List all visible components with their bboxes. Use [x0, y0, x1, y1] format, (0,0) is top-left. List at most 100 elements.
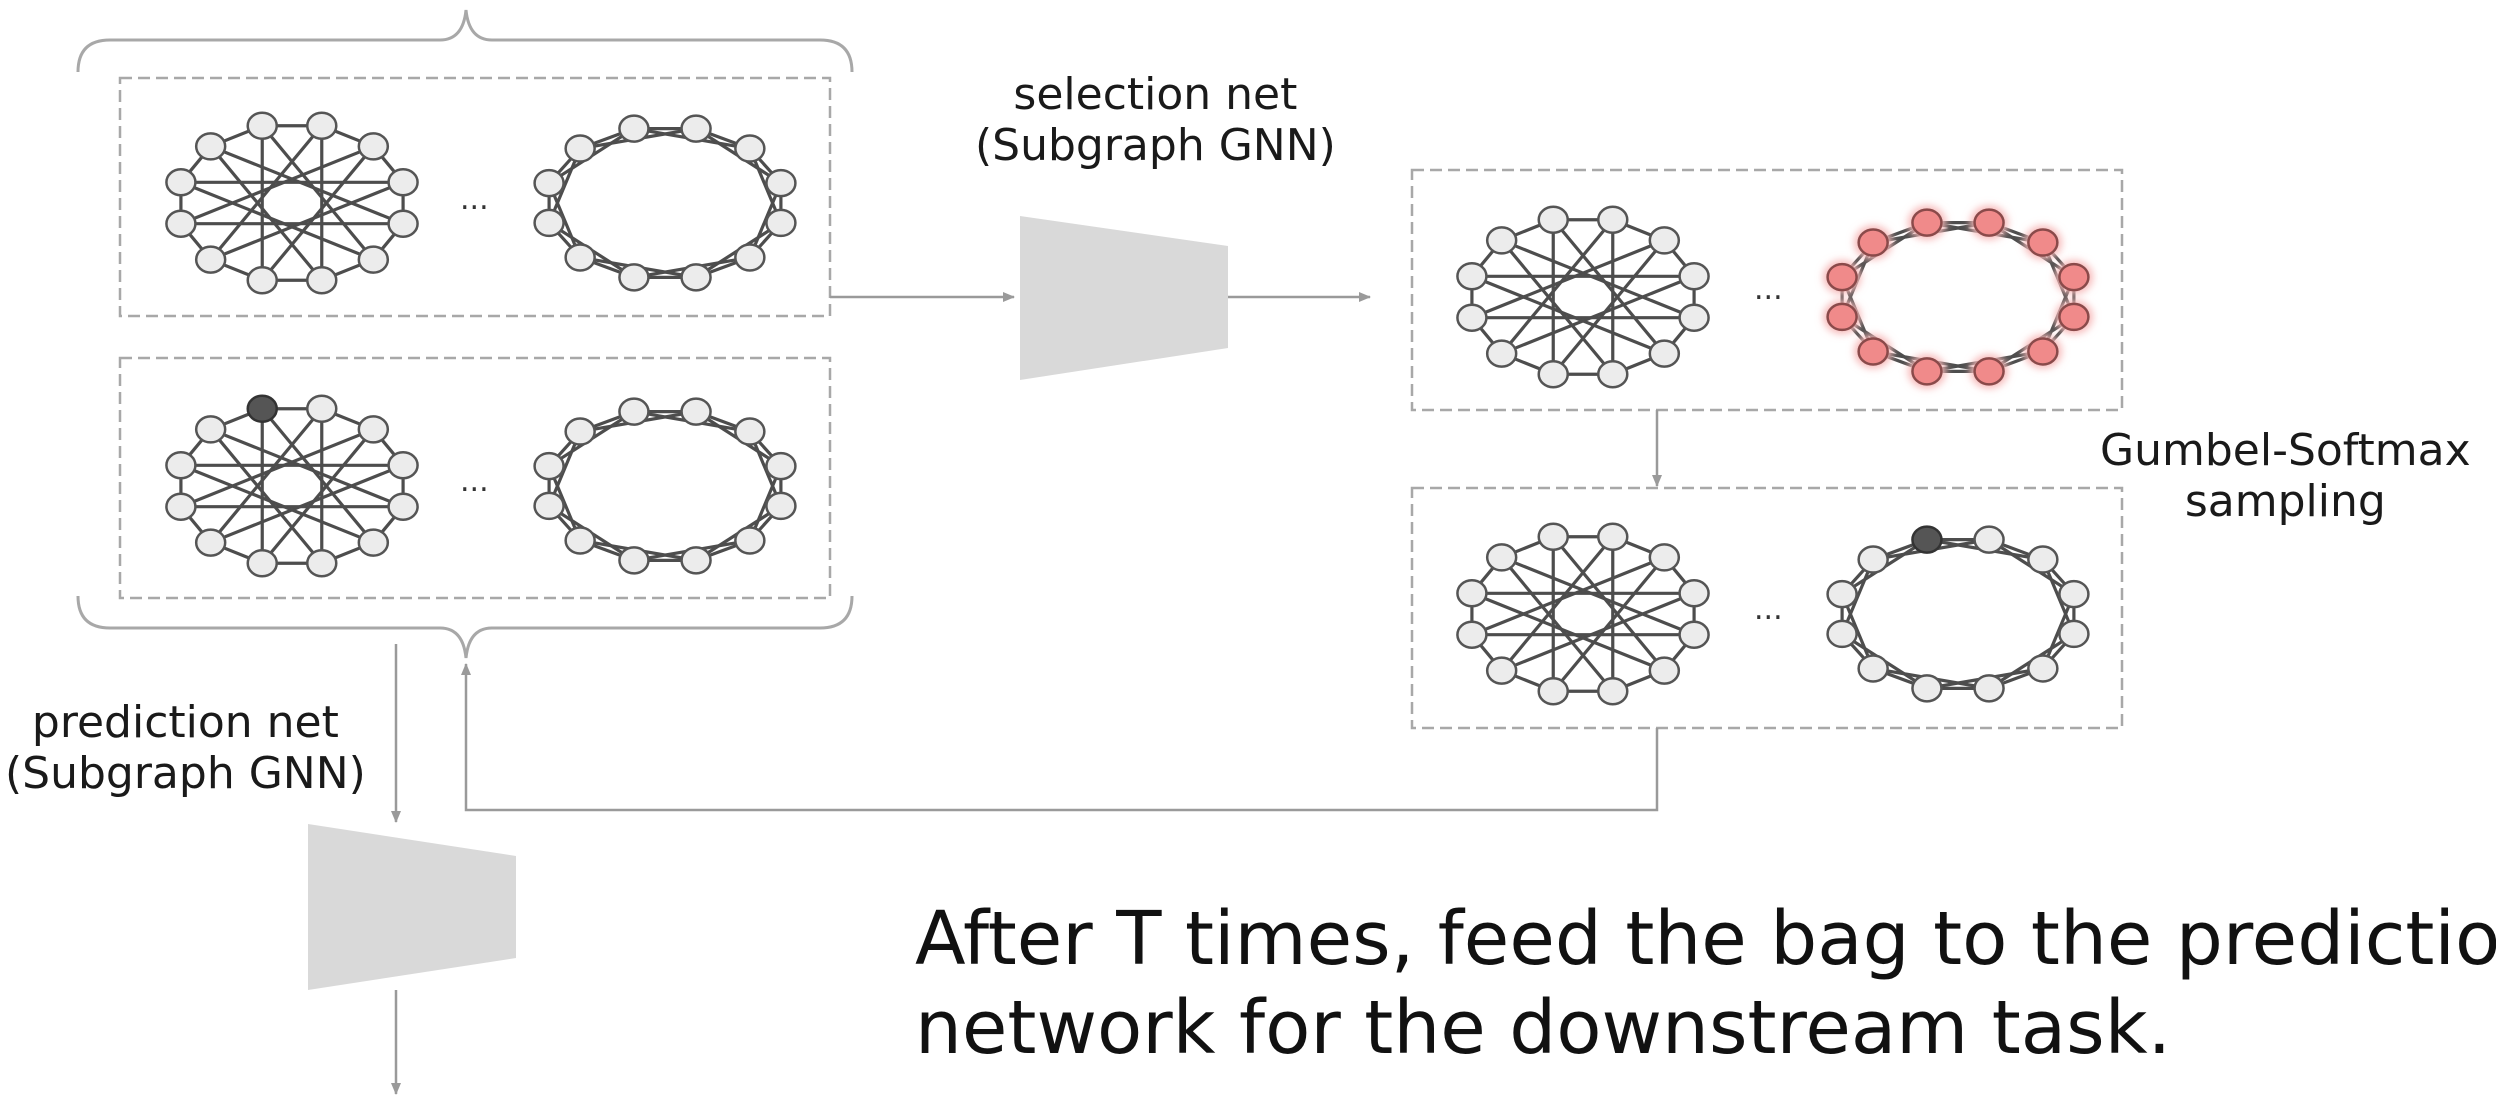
graph-node	[680, 114, 712, 143]
graph-node	[306, 394, 338, 423]
ellipsis-bag-top: ...	[460, 182, 489, 217]
graph-node	[618, 546, 650, 575]
graph-edge	[210, 180, 404, 262]
bag-bottom-brace	[76, 595, 854, 659]
graph-edge	[209, 407, 323, 544]
graph-node	[533, 451, 565, 481]
graph-node	[1678, 262, 1710, 291]
graph-edge	[1552, 556, 1666, 693]
prediction-net-line1: prediction net	[31, 697, 339, 748]
ellipsis-selection-output: ...	[1754, 272, 1783, 307]
ellipsis-sampled-output: ...	[1754, 592, 1783, 627]
graph-node	[194, 528, 227, 557]
graph-node	[165, 492, 197, 521]
gumbel-line1: Gumbel-Softmax	[2100, 425, 2471, 476]
graph-node	[1456, 579, 1488, 608]
graph-node	[1648, 226, 1681, 255]
graph-edge	[1552, 218, 1666, 355]
bag-top-brace	[76, 9, 854, 73]
graph-node	[533, 491, 565, 521]
highlighted-node	[1826, 262, 1858, 292]
highlighted-node	[1857, 228, 1889, 257]
highlighted-node	[1973, 208, 2005, 237]
graph-node	[1648, 339, 1681, 368]
graph-node	[165, 451, 197, 480]
graph-node	[357, 132, 390, 161]
graph-node	[387, 168, 419, 197]
graph-edge	[1471, 591, 1665, 673]
graph-node	[1537, 205, 1569, 234]
graph-node	[564, 526, 596, 555]
graph-node	[765, 451, 797, 481]
caption-line1: After T times, feed the bag to the predi…	[915, 896, 2496, 982]
graph-node	[564, 134, 596, 163]
graph-node	[387, 492, 419, 521]
gumbel-label: Gumbel-Softmax sampling	[2100, 425, 2471, 527]
arrow-feedback-loop	[461, 663, 1659, 812]
graph-edge	[180, 144, 374, 226]
graph-edge	[210, 463, 404, 545]
highlighted-node	[1911, 208, 1943, 237]
highlighted-node	[1973, 357, 2005, 386]
graph-node	[1456, 303, 1488, 332]
output-star-graph	[1456, 205, 1710, 389]
graph-edge	[261, 407, 375, 544]
graph-node	[618, 263, 650, 292]
graph-node	[2027, 545, 2059, 574]
selection-net-line1: selection net	[1013, 69, 1298, 120]
graph-node	[357, 415, 390, 444]
graph-edge	[1500, 239, 1614, 376]
selection-output-frame	[1410, 168, 2124, 412]
output-ring-graph-highlighted	[1823, 205, 2093, 389]
graph-node	[1648, 656, 1681, 685]
graph-node	[734, 134, 766, 163]
graph-edge	[180, 463, 374, 545]
selected-root-node	[246, 394, 278, 423]
graph-edge	[1471, 555, 1665, 637]
graph-edge	[180, 427, 374, 509]
highlighted-node	[1857, 337, 1889, 366]
graph-edge	[1500, 535, 1614, 672]
graph-node	[680, 546, 712, 575]
graph-node	[1485, 656, 1518, 685]
graph-edge	[1471, 274, 1665, 356]
graph-node	[387, 451, 419, 480]
graph-edge	[1500, 218, 1614, 355]
graph-edge	[1501, 274, 1695, 356]
graph-node	[734, 526, 766, 555]
graph-node	[1485, 339, 1518, 368]
graph-node	[387, 209, 419, 238]
graph-node	[765, 491, 797, 521]
graph-node	[246, 266, 278, 295]
bag-top-ring-graph	[533, 114, 797, 292]
gumbel-line2: sampling	[2184, 475, 2386, 527]
graph-node	[734, 243, 766, 272]
bag-frame-bottom	[118, 356, 832, 600]
graph-node	[680, 397, 712, 426]
graph-node	[1678, 579, 1710, 608]
graph-node	[533, 208, 565, 238]
bag-bottom-ring-graph	[533, 397, 797, 575]
bag-bottom-star-graph	[165, 394, 419, 578]
sampled-star-graph	[1456, 522, 1710, 706]
highlighted-node	[2058, 302, 2090, 332]
graph-edge	[1500, 556, 1614, 693]
graph-node	[165, 168, 197, 197]
selection-net-block	[1020, 216, 1228, 380]
graph-node	[1456, 262, 1488, 291]
graph-node	[1826, 619, 1858, 649]
selection-net-line2: (Subgraph GNN)	[975, 119, 1336, 171]
graph-node	[1537, 360, 1569, 389]
graph-group	[165, 111, 2093, 706]
selection-net-label: selection net (Subgraph GNN)	[975, 69, 1336, 171]
graph-node	[1678, 620, 1710, 649]
graph-node	[246, 111, 278, 140]
graph-edge	[261, 145, 375, 282]
graph-node	[1456, 620, 1488, 649]
graph-node	[1826, 579, 1858, 609]
graph-node	[1973, 525, 2005, 554]
graph-edge	[1471, 238, 1665, 320]
highlighted-node	[1826, 302, 1858, 332]
graph-edge	[209, 145, 323, 282]
prediction-net-label: prediction net (Subgraph GNN)	[5, 697, 366, 799]
